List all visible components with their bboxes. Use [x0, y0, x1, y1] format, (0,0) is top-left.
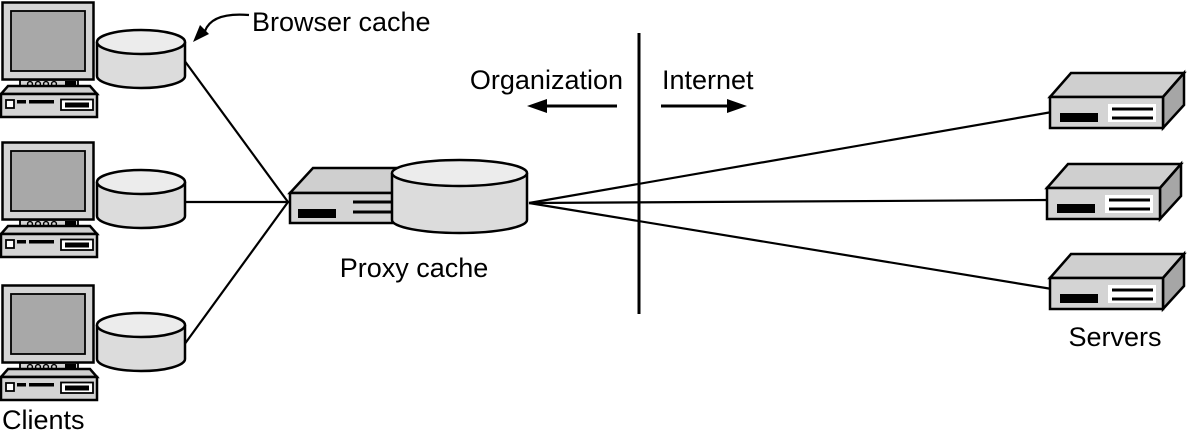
proxy-cache-cylinder-top	[390, 158, 529, 188]
link-client3-proxy	[183, 201, 289, 346]
server-2	[1045, 162, 1183, 221]
proxy-server-links	[528, 110, 1053, 291]
servers-label: Servers	[1068, 322, 1161, 352]
client-workstation-3	[0, 284, 187, 402]
proxy-cache-node	[287, 158, 529, 235]
link-proxy-server2	[528, 198, 1050, 205]
link-client1-proxy	[183, 59, 289, 203]
browser-cache-label: Browser cache	[252, 7, 431, 37]
client-proxy-links	[183, 59, 292, 346]
server-1	[1048, 71, 1186, 130]
callout-arrow-curve	[203, 13, 250, 32]
link-proxy-server1	[528, 110, 1053, 205]
internet-arrow-icon	[661, 99, 747, 113]
organization-arrow-icon	[527, 99, 617, 113]
internet-arrow-head	[727, 99, 747, 113]
clients-label: Clients	[2, 405, 85, 434]
link-proxy-server3	[528, 201, 1053, 291]
proxy-slot	[298, 209, 336, 218]
server-3	[1048, 252, 1186, 311]
browser-cache-callout-arrow-icon	[193, 13, 250, 42]
internet-label: Internet	[662, 65, 754, 95]
organization-arrow-head	[527, 99, 547, 113]
client-workstation-1	[0, 1, 187, 119]
organization-label: Organization	[470, 65, 623, 95]
callout-arrow-head	[193, 25, 209, 42]
proxy-cache-cylinder-body	[390, 173, 529, 235]
proxy-cache-label: Proxy cache	[340, 253, 489, 283]
client-workstation-2	[0, 141, 187, 259]
